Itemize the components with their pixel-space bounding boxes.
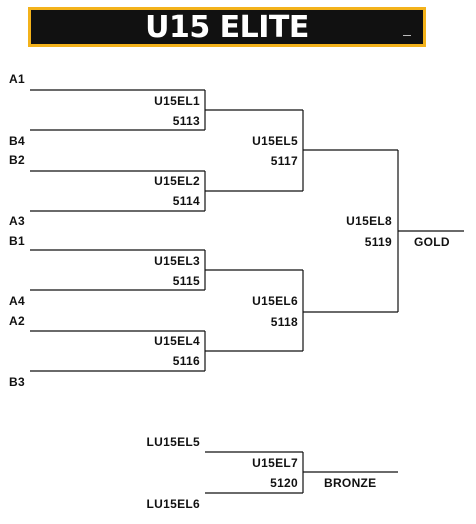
game-number-g7: 5120 — [270, 476, 298, 490]
seed-b2: B2 — [9, 153, 25, 167]
game-name-g5: U15EL5 — [252, 134, 298, 148]
seed-a1: A1 — [9, 72, 25, 86]
gold-label: GOLD — [414, 235, 450, 249]
seed-b4: B4 — [9, 134, 25, 148]
game-number-g8: 5119 — [364, 235, 392, 249]
seed-b1: B1 — [9, 234, 25, 248]
title-banner: U15 ELITE — [28, 7, 426, 47]
game-number-g3: 5115 — [172, 274, 200, 288]
game-name-g6: U15EL6 — [252, 294, 298, 308]
game-number-g5: 5117 — [270, 154, 298, 168]
game-name-g1: U15EL1 — [154, 94, 200, 108]
seed-a2: A2 — [9, 314, 25, 328]
game-name-g4: U15EL4 — [154, 334, 200, 348]
bronze-team-bottom: LU15EL6 — [146, 497, 200, 511]
game-name-g3: U15EL3 — [154, 254, 200, 268]
game-number-g6: 5118 — [270, 315, 298, 329]
game-name-g2: U15EL2 — [154, 174, 200, 188]
game-number-g1: 5113 — [172, 114, 200, 128]
game-number-g4: 5116 — [172, 354, 200, 368]
bronze-team-top: LU15EL5 — [146, 435, 200, 449]
seed-a3: A3 — [9, 214, 25, 228]
bronze-label: BRONZE — [324, 476, 377, 490]
bracket-title: U15 ELITE — [145, 9, 309, 45]
banner-mark — [403, 35, 411, 36]
seed-a4: A4 — [9, 294, 25, 308]
game-name-g8: U15EL8 — [346, 214, 392, 228]
game-name-g7: U15EL7 — [252, 456, 298, 470]
seed-b3: B3 — [9, 375, 25, 389]
game-number-g2: 5114 — [172, 194, 200, 208]
